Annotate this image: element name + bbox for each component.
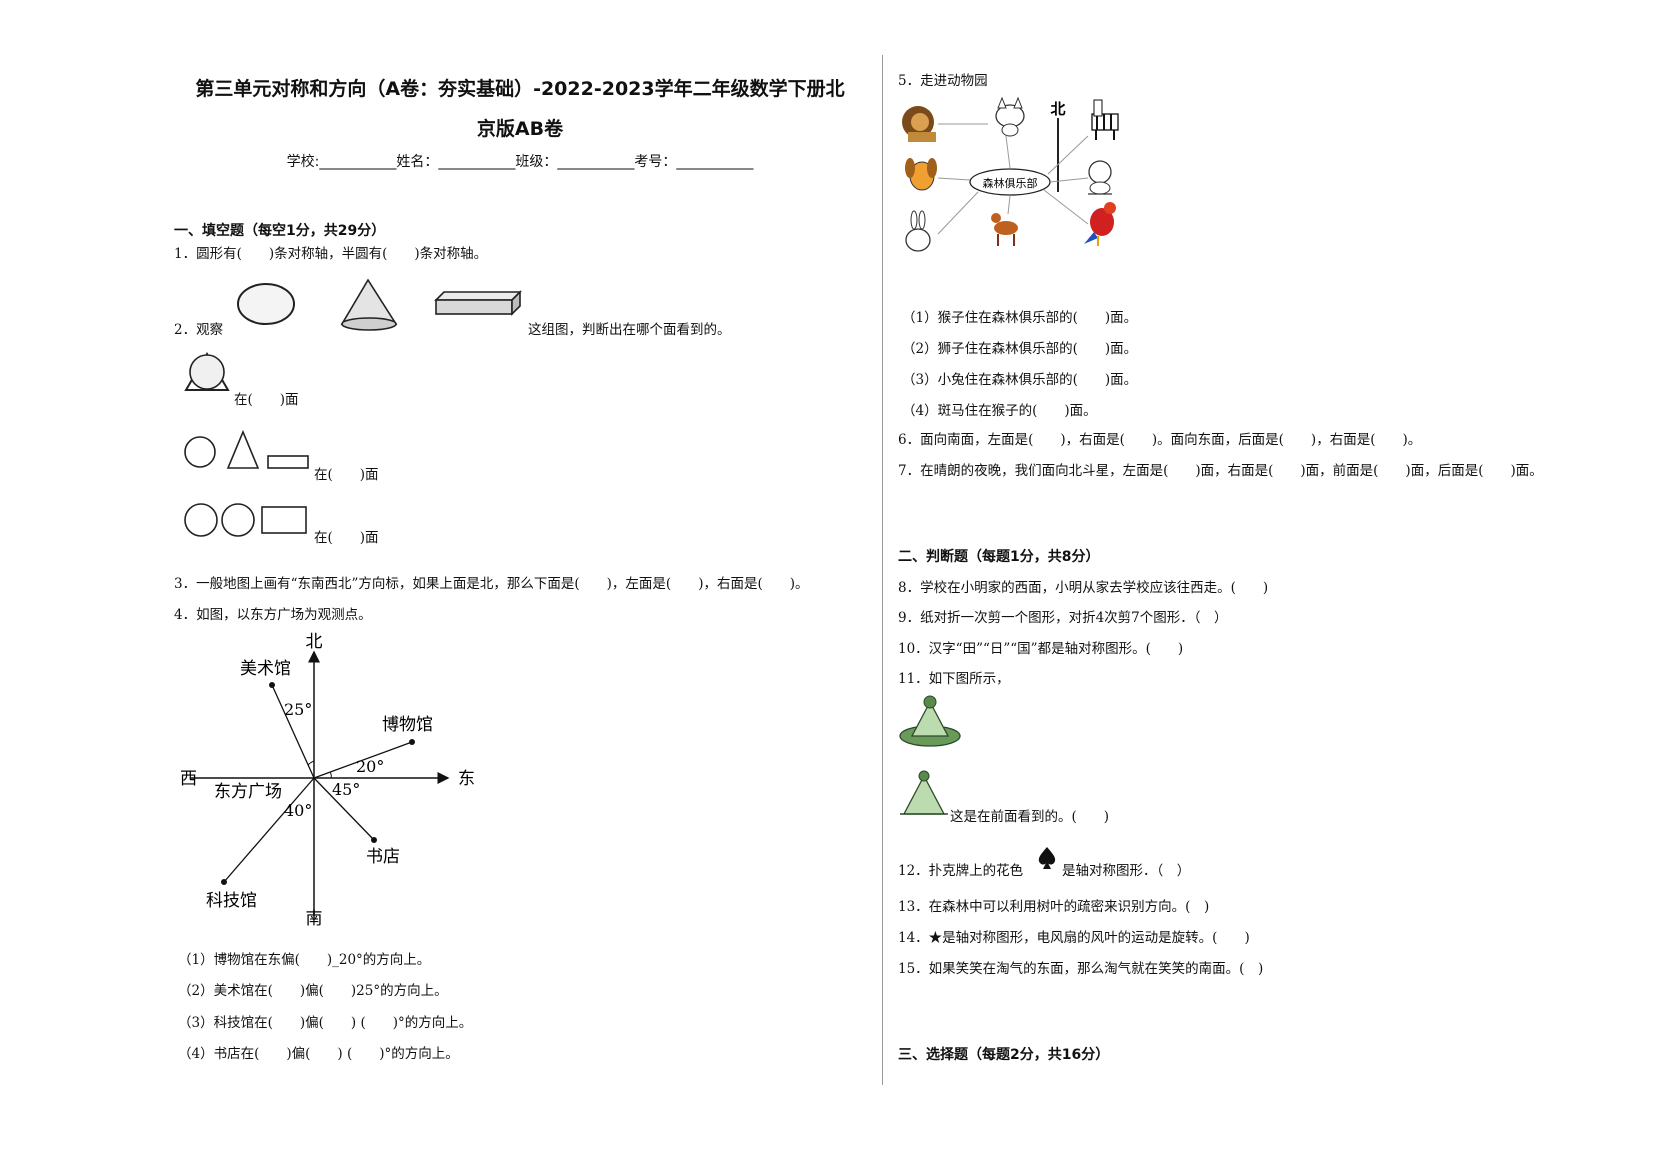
question-11: 11．如下图所示， — [898, 671, 1010, 687]
q2-answer-a: 在( )面 — [234, 392, 299, 408]
question-12-suffix: 是轴对称图形．（ ） — [1062, 863, 1191, 879]
zoo-north-label: 北 — [1050, 100, 1065, 118]
question-10: 10．汉字“田”“日”“国”都是轴对称图形。( ) — [898, 641, 1184, 657]
question-5-3: （3）小兔住在森林俱乐部的( )面。 — [902, 372, 1138, 388]
question-15: 15．如果笑笑在淘气的东面，那么淘气就在笑笑的南面。( ) — [898, 961, 1264, 977]
question-1: 1．圆形有( )条对称轴，半圆有( )条对称轴。 — [174, 246, 488, 262]
map-angle-45: 45° — [332, 780, 360, 799]
question-4-2: （2）美术馆在( )偏( )25°的方向上。 — [178, 983, 448, 999]
question-4-1: （1）博物馆在东偏( )_20°的方向上。 — [178, 952, 431, 968]
section3-heading: 三、选择题（每题2分，共16分） — [898, 1047, 1110, 1063]
rabbit-icon — [905, 210, 931, 252]
doc-title: 第三单元对称和方向（A卷：夯实基础）-2022-2023学年二年级数学下册北 京… — [170, 69, 870, 149]
zoo-club-label: 森林俱乐部 — [983, 176, 1038, 190]
title-line-1: 第三单元对称和方向（A卷：夯实基础）-2022-2023学年二年级数学下册北 — [195, 78, 845, 100]
cat-icon — [995, 96, 1025, 137]
sphere-shape — [237, 283, 295, 325]
monkey-icon — [1088, 160, 1112, 195]
map-angle-25: 25° — [284, 700, 312, 719]
map-west: 西 — [180, 769, 197, 789]
q11-front-figure — [900, 770, 948, 815]
question-6: 6．面向南面，左面是( )，右面是( )。面向东面，后面是( )，右面是( )。 — [898, 432, 1422, 448]
zebra-icon — [1091, 99, 1119, 140]
question-2-suffix: 这组图，判断出在哪个面看到的。 — [528, 322, 731, 338]
section2-heading: 二、判断题（每题1分，共8分） — [898, 549, 1100, 565]
map-art-gallery: 美术馆 — [240, 659, 291, 679]
left-column: 第三单元对称和方向（A卷：夯实基础）-2022-2023学年二年级数学下册北 京… — [170, 64, 870, 171]
q2-view-a — [184, 352, 230, 391]
dog-icon — [905, 158, 937, 191]
q2-view-b — [184, 429, 309, 469]
zoo-diagram: 森林俱乐部 北 — [902, 96, 1119, 252]
direction-map: 北 南 西 东 东方广场 美术馆 博物馆 科技馆 书店 25° 20° 45° … — [180, 632, 475, 929]
column-divider — [882, 55, 883, 1085]
question-11-b: 这是在前面看到的。( ) — [950, 809, 1110, 825]
map-east: 东 — [458, 769, 475, 789]
question-12-prefix: 12．扑克牌上的花色 — [898, 863, 1024, 879]
map-center: 东方广场 — [214, 782, 282, 802]
q2-answer-c: 在( )面 — [314, 530, 379, 546]
title-line-2: 京版AB卷 — [476, 118, 564, 140]
q2-solid-figures — [237, 278, 522, 331]
student-info-line: 学校:___________姓名：___________班级：_________… — [286, 154, 754, 170]
question-4-4: （4）书店在( )偏( ) ( )°的方向上。 — [178, 1046, 459, 1062]
map-angle-20: 20° — [356, 757, 384, 776]
question-5-1: （1）猴子住在森林俱乐部的( )面。 — [902, 310, 1138, 326]
question-7: 7．在晴朗的夜晚，我们面向北斗星，左面是( )面，右面是( )面，前面是( )面… — [898, 463, 1543, 479]
map-tech-museum: 科技馆 — [206, 891, 257, 911]
question-2-prefix: 2．观察 — [174, 322, 224, 338]
parrot-icon — [1084, 202, 1116, 246]
map-museum: 博物馆 — [382, 715, 433, 735]
lion-icon — [902, 106, 936, 142]
question-9: 9．纸对折一次剪一个图形，对折4次剪7个图形．（ ） — [898, 610, 1228, 626]
question-14: 14．★是轴对称图形，电风扇的风叶的运动是旋转。( ) — [898, 930, 1250, 946]
question-13: 13．在森林中可以利用树叶的疏密来识别方向。( ) — [898, 899, 1210, 915]
question-3: 3．一般地图上画有“东南西北”方向标，如果上面是北，那么下面是( )，左面是( … — [174, 576, 809, 592]
q2-answer-b: 在( )面 — [314, 467, 379, 483]
q11-top-figure — [899, 695, 961, 747]
question-5-4: （4）斑马住在猴子的( )面。 — [902, 403, 1097, 419]
deer-icon — [991, 213, 1018, 246]
map-bookstore: 书店 — [366, 847, 400, 867]
question-5: 5．走进动物园 — [898, 73, 988, 89]
map-angle-40: 40° — [284, 801, 312, 820]
question-5-2: （2）狮子住在森林俱乐部的( )面。 — [902, 341, 1138, 357]
question-4-3: （3）科技馆在( )偏( ) ( )°的方向上。 — [178, 1015, 473, 1031]
section1-heading: 一、填空题（每空1分，共29分） — [174, 223, 386, 239]
question-4: 4．如图，以东方广场为观测点。 — [174, 607, 372, 623]
question-8: 8．学校在小明家的西面，小明从家去学校应该往西走。( ) — [898, 580, 1269, 596]
map-north: 北 — [306, 632, 323, 652]
q2-view-c — [184, 503, 307, 537]
map-south: 南 — [306, 909, 323, 929]
spade-icon — [1038, 847, 1056, 869]
cuboid-shape — [434, 291, 522, 301]
